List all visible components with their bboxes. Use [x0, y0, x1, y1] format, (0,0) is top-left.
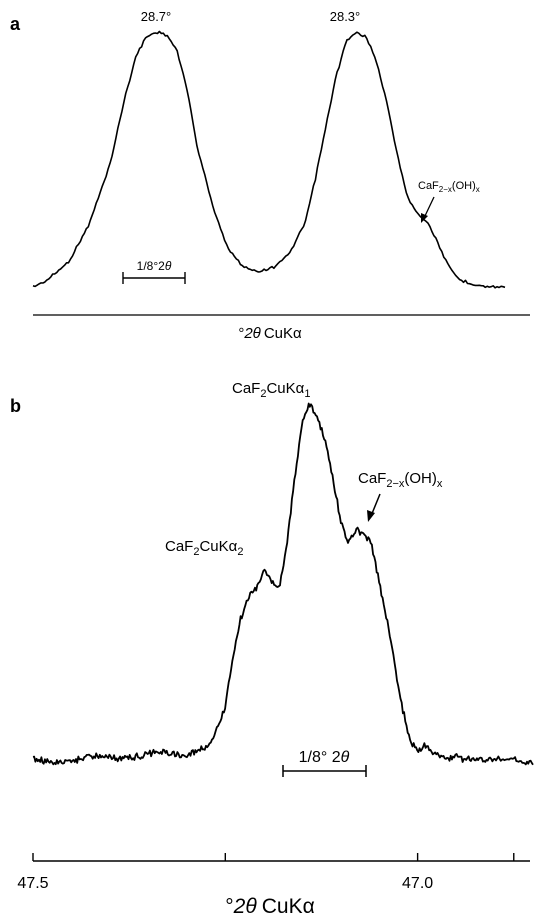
panel-b-label: b	[10, 396, 21, 416]
panel-a-scale-bar-label: 1/8°2θ	[137, 259, 172, 273]
panel-b-peak-label-alpha1: CaF2CuKα1	[232, 380, 310, 400]
panel-b-annotation: CaF2−x(OH)x	[358, 470, 443, 490]
panel-a-annotation-arrow-line	[423, 196, 435, 219]
panel-b-scale-bar-label: 1/8° 2θ	[299, 749, 350, 766]
panel-b-scale-bar	[282, 765, 367, 777]
panel-b-x-tick-label: 47.0	[402, 875, 433, 892]
panel-a-annotation: CaF2−x(OH)x	[418, 180, 480, 194]
panel-a-peak-label-1: 28.7°	[141, 9, 172, 24]
panel-a-diffraction-curve	[32, 30, 506, 289]
panel-a-scale-bar	[122, 272, 186, 284]
panel-b-diffraction-curve	[32, 402, 534, 766]
panel-a-peak-label-2: 28.3°	[330, 9, 361, 24]
panel-a-annotation-arrow-head	[421, 213, 428, 223]
panel-a-label: a	[10, 14, 21, 34]
panel-b-peak-label-alpha2: CaF2CuKα2	[165, 538, 243, 558]
panel-b-x-tick-label: 47.5	[17, 875, 48, 892]
panel-b-annotation-arrow-head	[367, 510, 375, 522]
panel-b: b CaF2CuKα1 CaF2CuKα2 CaF2−x(OH)x 1/8° 2…	[10, 380, 534, 918]
panel-b-x-ticks: 47.5 47.0	[17, 853, 515, 892]
